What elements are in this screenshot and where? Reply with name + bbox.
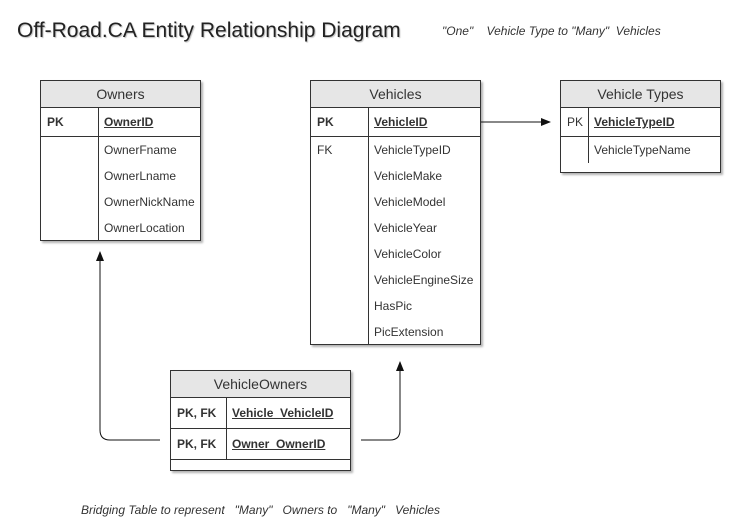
attribute: VehicleEngineSize: [374, 273, 474, 287]
key-field: OwnerID: [104, 115, 154, 129]
attribute: OwnerLname: [104, 169, 177, 183]
key-label: PK: [41, 108, 99, 136]
connector-vehicle-owners-to-vehicles: [361, 361, 404, 441]
attribute-list: OwnerFname OwnerLname OwnerNickName Owne…: [41, 137, 200, 241]
attribute: OwnerFname: [104, 143, 177, 157]
primary-key-row: PK VehicleID: [311, 108, 480, 137]
entity-header: VehicleOwners: [171, 371, 350, 398]
primary-key-row: PK, FK Owner_OwnerID: [171, 429, 350, 460]
key-column: [561, 137, 589, 163]
attribute-list: FK VehicleTypeID VehicleMake VehicleMode…: [311, 137, 480, 345]
entity-header: Vehicle Types: [561, 81, 720, 108]
key-label: PK: [311, 108, 369, 136]
key-label: PK, FK: [171, 398, 227, 428]
field-column: VehicleTypeID VehicleMake VehicleModel V…: [369, 137, 480, 345]
attribute: VehicleYear: [374, 221, 437, 235]
primary-key-row: PK OwnerID: [41, 108, 200, 137]
entity-header: Owners: [41, 81, 200, 108]
relationship-note-bottom: Bridging Table to represent "Many" Owner…: [81, 503, 440, 517]
key-field: VehicleTypeID: [594, 115, 675, 129]
entity-vehicle-owners[interactable]: VehicleOwners PK, FK Vehicle_VehicleID P…: [170, 370, 351, 471]
attribute-list: VehicleTypeName: [561, 137, 720, 163]
key-field: VehicleID: [374, 115, 428, 129]
entity-vehicle-types[interactable]: Vehicle Types PK VehicleTypeID VehicleTy…: [560, 80, 721, 173]
key-label: PK: [561, 108, 589, 136]
key-field: Owner_OwnerID: [232, 437, 326, 451]
field-column: VehicleTypeName: [589, 137, 720, 163]
attribute: VehicleColor: [374, 247, 442, 261]
attribute: VehicleMake: [374, 169, 443, 183]
attribute-key: FK: [317, 143, 333, 157]
key-label: PK, FK: [171, 429, 227, 459]
attribute: PicExtension: [374, 325, 444, 339]
primary-key-row: PK, FK Vehicle_VehicleID: [171, 398, 350, 429]
attribute: VehicleModel: [374, 195, 446, 209]
entity-owners[interactable]: Owners PK OwnerID OwnerFname OwnerLname …: [40, 80, 201, 241]
entity-header: Vehicles: [311, 81, 480, 108]
key-column: FK: [311, 137, 369, 345]
key-column: [41, 137, 99, 241]
field-column: OwnerFname OwnerLname OwnerNickName Owne…: [99, 137, 200, 241]
primary-key-row: PK VehicleTypeID: [561, 108, 720, 137]
attribute: VehicleTypeName: [594, 143, 691, 157]
connector-vehicle-owners-to-owners: [96, 251, 160, 441]
attribute: OwnerNickName: [104, 195, 195, 209]
entity-vehicles[interactable]: Vehicles PK VehicleID FK VehicleTypeID V…: [310, 80, 481, 345]
diagram-title: Off-Road.CA Entity Relationship Diagram: [17, 19, 401, 42]
attribute: OwnerLocation: [104, 221, 185, 235]
attribute: VehicleTypeID: [374, 143, 451, 157]
attribute: HasPic: [374, 299, 413, 313]
relationship-note-top: "One" Vehicle Type to "Many" Vehicles: [442, 24, 661, 38]
key-field: Vehicle_VehicleID: [232, 406, 334, 420]
